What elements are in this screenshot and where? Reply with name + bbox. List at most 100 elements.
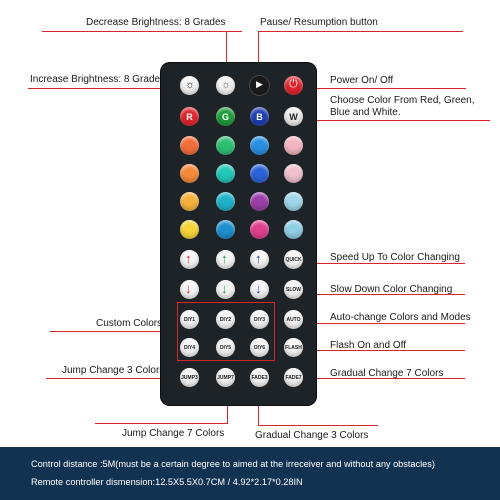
diy4-button[interactable]: DIY4 <box>180 338 199 357</box>
leader-pause-drop <box>258 31 259 71</box>
jump7-button[interactable]: JUMP7 <box>216 368 235 387</box>
label-power: Power On/ Off <box>330 75 394 86</box>
arrow-down-icon: ↓ <box>185 281 192 296</box>
auto-button[interactable]: AUTO <box>284 310 303 329</box>
play-pause-icon: ▶ <box>256 79 263 89</box>
diy1-label: DIY1 <box>183 316 196 323</box>
label-custom-colors: Custom Colors <box>96 318 163 329</box>
dim-sun-icon: ☼ <box>221 79 232 91</box>
red-down-button[interactable]: ↓ <box>180 280 199 299</box>
label-increase-brightness: Increase Brightness: 8 Grades <box>30 74 166 85</box>
slow-button[interactable]: SLOW <box>284 280 303 299</box>
leader-gradual7 <box>305 378 465 379</box>
arrow-up-icon: ↑ <box>221 251 228 266</box>
custom-colors-highlight <box>177 302 275 361</box>
quick-label: QUICK <box>285 256 302 263</box>
leader-flash <box>305 350 465 351</box>
power-icon: ⏻ <box>289 78 298 90</box>
jump7-label: JUMP7 <box>217 374 234 381</box>
fade3-button[interactable]: FADE3 <box>250 368 269 387</box>
diy3-label: DIY3 <box>253 316 266 323</box>
label-speed-up: Speed Up To Color Changing <box>330 252 460 263</box>
leader-increase-brightness <box>28 88 193 89</box>
label-slow-down: Slow Down Color Changing <box>330 284 453 295</box>
jump3-label: JUMP3 <box>181 374 198 381</box>
blue-down-button[interactable]: ↓ <box>250 280 269 299</box>
color-button[interactable] <box>250 164 269 183</box>
color-button[interactable] <box>216 164 235 183</box>
power-button[interactable]: ⏻ <box>284 76 303 95</box>
flash-label: FLASH <box>285 344 302 351</box>
flash-button[interactable]: FLASH <box>284 338 303 357</box>
sun-icon: ☼ <box>185 79 196 91</box>
fade7-label: FADE7 <box>285 374 302 381</box>
brightness-up-button[interactable]: ☼ <box>180 76 199 95</box>
white-button[interactable]: W <box>284 107 303 126</box>
label-gradual7: Gradual Change 7 Colors <box>330 368 444 379</box>
label-jump3: Jump Change 3 Colors <box>62 365 165 376</box>
blue-button[interactable]: B <box>250 107 269 126</box>
label-gradual3: Gradual Change 3 Colors <box>255 430 369 441</box>
green-down-button[interactable]: ↓ <box>216 280 235 299</box>
color-button[interactable] <box>216 136 235 155</box>
color-button[interactable] <box>284 192 303 211</box>
diy5-button[interactable]: DIY5 <box>216 338 235 357</box>
diy2-button[interactable]: DIY2 <box>216 310 235 329</box>
green-button[interactable]: G <box>216 107 235 126</box>
color-button[interactable] <box>180 136 199 155</box>
diy6-label: DIY6 <box>253 344 266 351</box>
diy3-button[interactable]: DIY3 <box>250 310 269 329</box>
leader-pause <box>258 31 463 32</box>
leader-custom-colors <box>50 331 177 332</box>
leader-gradual3 <box>258 425 378 426</box>
label-jump7: Jump Change 7 Colors <box>122 428 225 439</box>
red-label: R <box>186 111 193 122</box>
diy2-label: DIY2 <box>219 316 232 323</box>
fade7-button[interactable]: FADE7 <box>284 368 303 387</box>
color-button[interactable] <box>250 136 269 155</box>
dimension-text: Remote controller dismension:12.5X5.5X0.… <box>31 477 303 487</box>
diy4-label: DIY4 <box>183 344 196 351</box>
color-button[interactable] <box>180 192 199 211</box>
leader-jump7 <box>95 423 228 424</box>
blue-label: B <box>256 111 263 122</box>
arrow-down-icon: ↓ <box>221 281 228 296</box>
label-choose-color-text: Choose Color From Red, Green, Blue and W… <box>330 95 475 118</box>
quick-button[interactable]: QUICK <box>284 250 303 269</box>
label-flash: Flash On and Off <box>330 340 406 351</box>
color-button[interactable] <box>250 192 269 211</box>
green-up-button[interactable]: ↑ <box>216 250 235 269</box>
arrow-down-icon: ↓ <box>255 281 262 296</box>
jump3-button[interactable]: JUMP3 <box>180 368 199 387</box>
label-auto-change: Auto-change Colors and Modes <box>330 312 471 323</box>
blue-up-button[interactable]: ↑ <box>250 250 269 269</box>
color-button[interactable] <box>180 220 199 239</box>
leader-power <box>306 88 466 89</box>
color-button[interactable] <box>216 220 235 239</box>
white-label: W <box>289 111 298 122</box>
color-button[interactable] <box>180 164 199 183</box>
red-up-button[interactable]: ↑ <box>180 250 199 269</box>
brightness-down-button[interactable]: ☼ <box>216 76 235 95</box>
label-choose-color: Choose Color From Red, Green, Blue and W… <box>330 95 480 119</box>
green-label: G <box>221 111 229 122</box>
diy5-label: DIY5 <box>219 344 232 351</box>
leader-slow-down <box>305 294 465 295</box>
footer-info: Control distance :5M(must be a certain d… <box>0 447 500 500</box>
pause-play-button[interactable]: ▶ <box>250 76 269 95</box>
diy1-button[interactable]: DIY1 <box>180 310 199 329</box>
color-button[interactable] <box>284 136 303 155</box>
color-button[interactable] <box>284 164 303 183</box>
slow-label: SLOW <box>286 286 301 293</box>
color-button[interactable] <box>216 192 235 211</box>
color-button[interactable] <box>284 220 303 239</box>
label-pause: Pause/ Resumption button <box>260 17 378 28</box>
fade3-label: FADE3 <box>251 374 268 381</box>
color-button[interactable] <box>250 220 269 239</box>
arrow-up-icon: ↑ <box>255 251 262 266</box>
leader-speed-up <box>305 263 465 264</box>
control-distance-text: Control distance :5M(must be a certain d… <box>31 459 435 469</box>
leader-jump3 <box>46 378 181 379</box>
red-button[interactable]: R <box>180 107 199 126</box>
diy6-button[interactable]: DIY6 <box>250 338 269 357</box>
